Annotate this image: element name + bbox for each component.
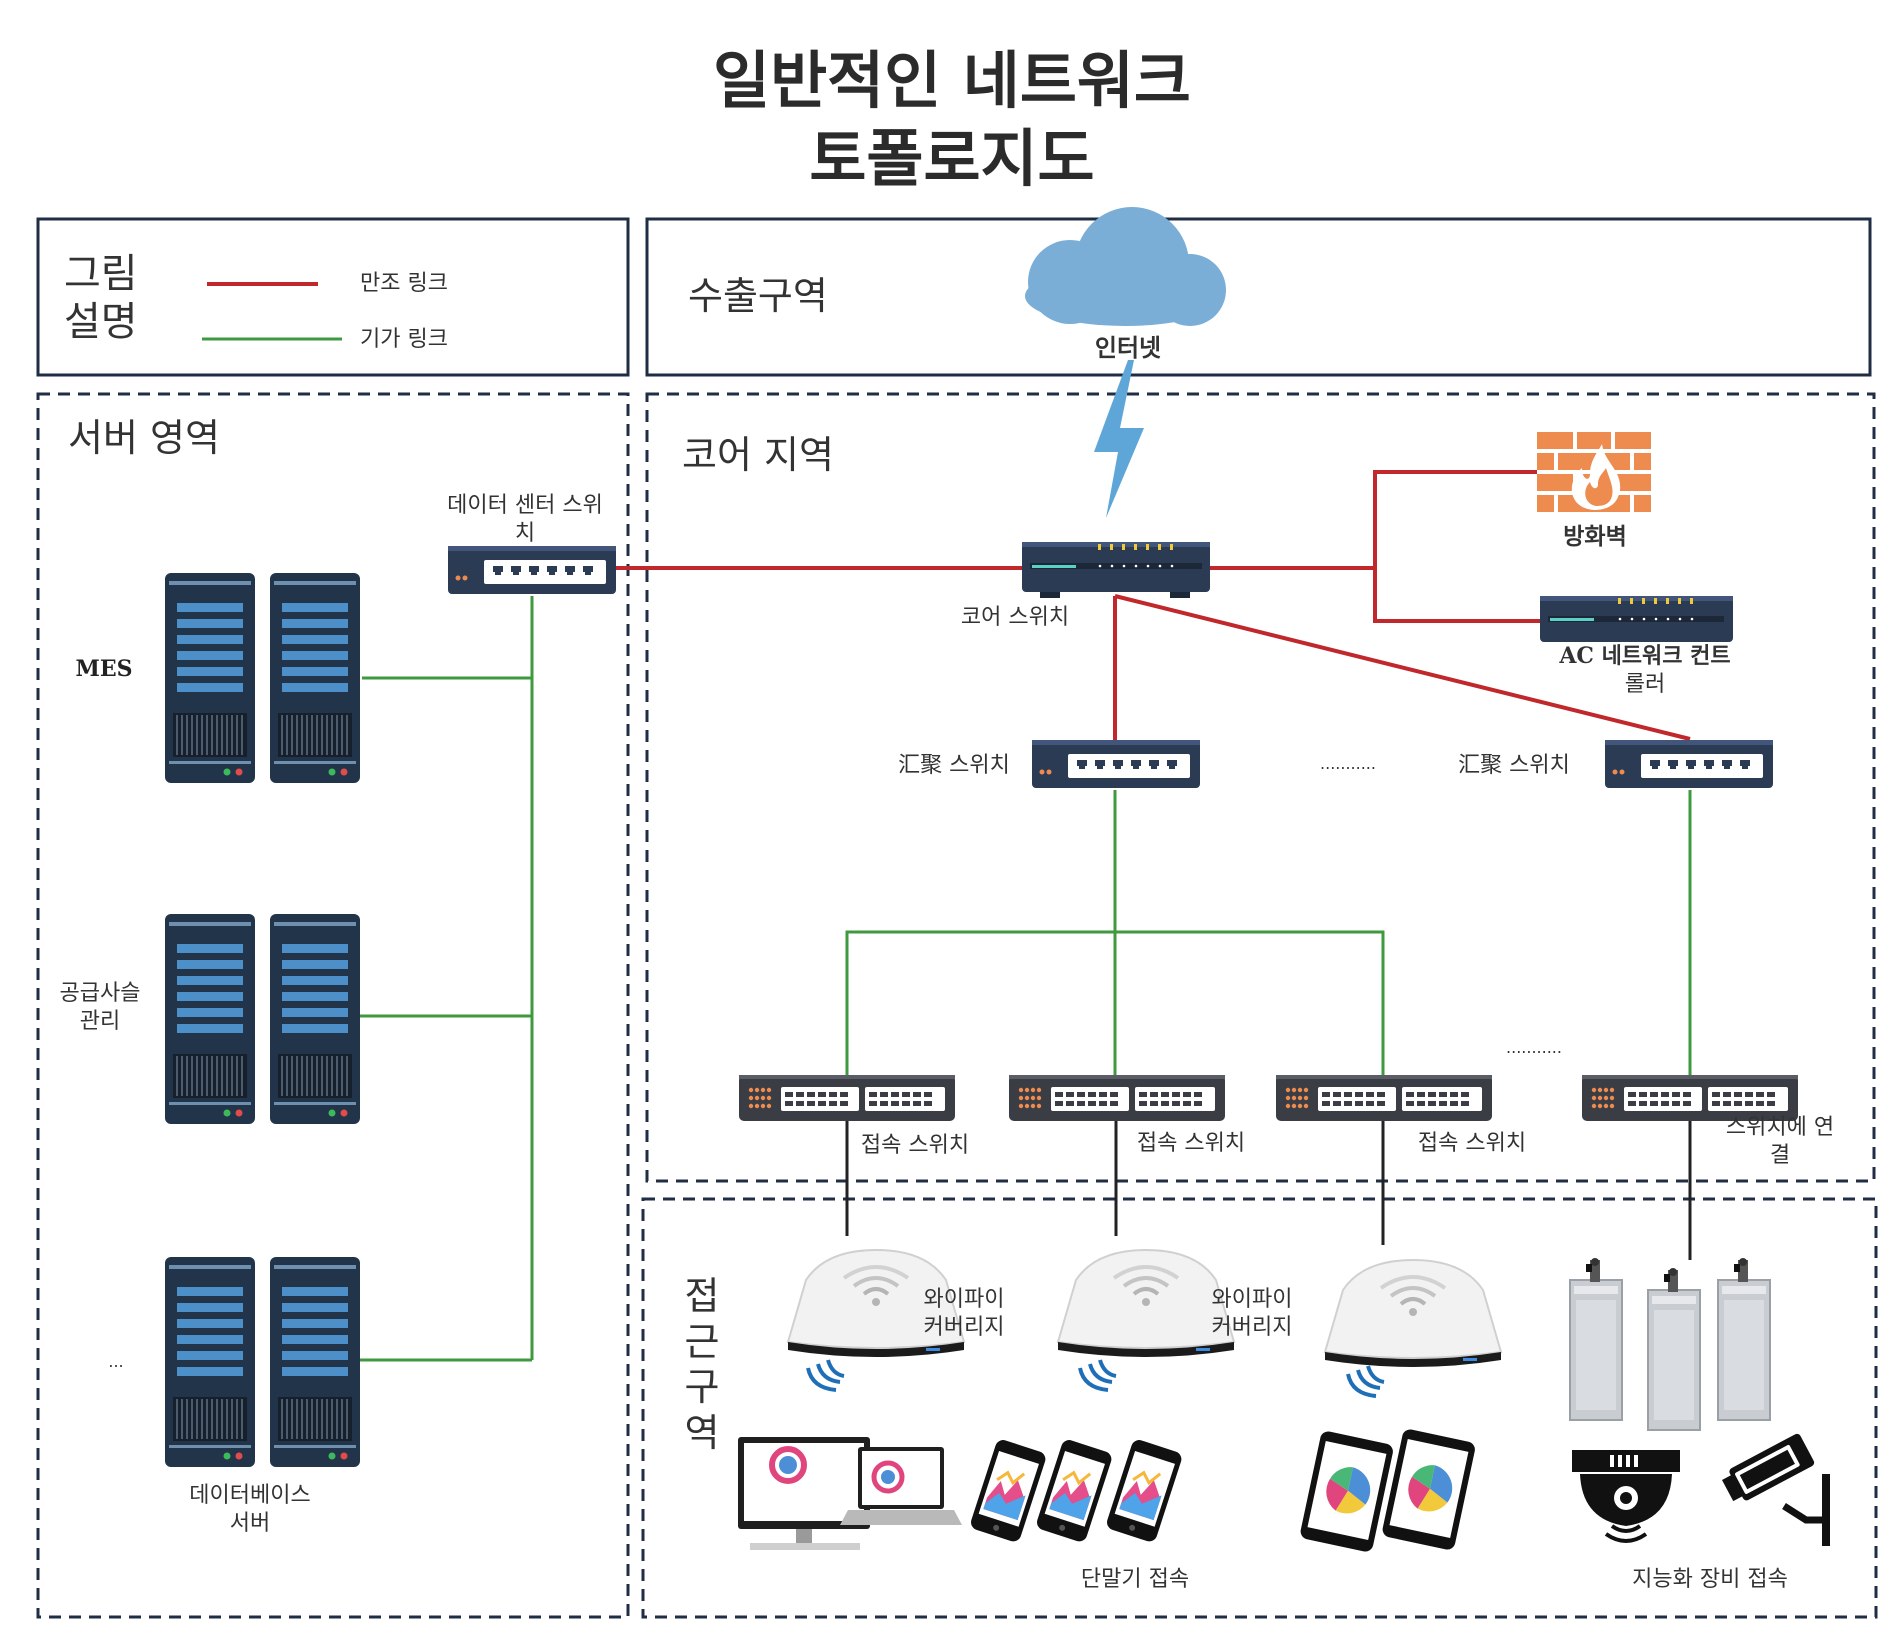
smartphone-3-icon — [1103, 1436, 1185, 1545]
legend-title: 그림 설명 — [64, 251, 138, 345]
egress-zone-label: 수출구역 — [688, 274, 828, 318]
core-zone-label: 코어 지역 — [682, 433, 834, 477]
legend-giga-link-label: 기가 링크 — [360, 327, 448, 352]
wifi-signal-3-icon — [1346, 1364, 1386, 1398]
access-switch-1-icon — [739, 1075, 955, 1121]
server-zone-label: 서버 영역 — [68, 416, 220, 460]
smart-device-access-label: 지능화 장비 접속 — [1632, 1567, 1788, 1592]
legend-box — [36, 217, 630, 377]
tablet-2-icon — [1381, 1428, 1477, 1551]
core-switch-label: 코어 스위치 — [960, 605, 1070, 630]
laptop-icon — [840, 1447, 962, 1525]
terminal-access-label: 단말기 접속 — [1080, 1567, 1190, 1592]
wifi-signal-1-icon — [806, 1358, 846, 1392]
wifi-coverage-1-label: 와이파이 커버리지 — [923, 1287, 1005, 1340]
firewall-label: 방화벽 — [1563, 524, 1627, 550]
title-line-1: 일반적인 네트워크 — [713, 44, 1191, 117]
title-line-2: 토폴로지도 — [809, 121, 1095, 195]
internet-label: 인터넷 — [1094, 334, 1162, 362]
dome-camera-icon — [1572, 1450, 1680, 1543]
smartphone-2-icon — [1033, 1436, 1115, 1545]
dc-switch-label: 데이터 센터 스위 치 — [447, 493, 603, 546]
access-zone-box — [641, 1197, 1878, 1619]
cloud-icon — [1025, 207, 1226, 326]
mes-server-rack-1-icon — [164, 572, 256, 784]
smartphone-1-icon — [967, 1436, 1049, 1545]
agg-switch-right-label: 汇聚 스위치 — [1458, 753, 1570, 778]
db-ellipsis: ... — [108, 1352, 124, 1371]
access-drops — [845, 1120, 1692, 1260]
ac-controller-label: AC 네트워크 컨트 롤러 — [1559, 643, 1731, 697]
server-zone-box — [36, 392, 630, 1619]
mes-server-rack-2-icon — [269, 572, 361, 784]
db-server-label: 데이터베이스 서버 — [189, 1483, 311, 1536]
scm-server-rack-2-icon — [269, 913, 361, 1125]
access-switch-3-icon — [1276, 1075, 1492, 1121]
desktop-computer-icon — [738, 1437, 870, 1550]
access-ellipsis: ........... — [1506, 1038, 1562, 1057]
ac-controller-icon — [1540, 596, 1733, 642]
agg-switch-left-label: 汇聚 스위치 — [898, 753, 1010, 778]
access-switch-2-label: 접속 스위치 — [1136, 1131, 1246, 1156]
access-zone-label: 접 근 구 역 — [684, 1274, 720, 1455]
access-switch-1-label: 접속 스위치 — [860, 1133, 970, 1158]
core-switch-icon — [1022, 542, 1210, 598]
firewall-icon — [1537, 432, 1651, 512]
dc-switch-icon — [448, 546, 616, 594]
access-switch-2-icon — [1009, 1075, 1225, 1121]
turnstile-2-icon — [1647, 1267, 1701, 1431]
agg-switch-right-icon — [1605, 740, 1773, 788]
egress-zone-box — [645, 217, 1872, 377]
agg-ellipsis: ........... — [1320, 754, 1376, 773]
switch-connect-label: 스위치에 연 결 — [1725, 1115, 1835, 1168]
turnstile-3-icon — [1717, 1257, 1771, 1421]
lightning-icon — [1094, 360, 1144, 518]
scm-server-rack-1-icon — [164, 913, 256, 1125]
scm-server-label: 공급사슬 관리 — [59, 981, 141, 1034]
access-switch-3-label: 접속 스위치 — [1417, 1131, 1527, 1156]
db-server-rack-1-icon — [164, 1256, 256, 1468]
page-title: 일반적인 네트워크 토폴로지도 — [0, 42, 1904, 197]
tablet-1-icon — [1299, 1430, 1395, 1553]
wifi-signal-2-icon — [1078, 1358, 1118, 1392]
core-zone-box — [645, 392, 1876, 1183]
turnstile-1-icon — [1569, 1257, 1623, 1421]
bullet-camera-icon — [1721, 1433, 1830, 1546]
wifi-coverage-2-label: 와이파이 커버리지 — [1211, 1287, 1293, 1340]
mes-server-label: MES — [75, 656, 133, 682]
wifi-ap-3-icon — [1323, 1258, 1503, 1369]
main-links — [616, 470, 1691, 741]
legend-main-link-label: 만조 링크 — [360, 271, 448, 296]
giga-links — [357, 596, 1692, 1362]
db-server-rack-2-icon — [269, 1256, 361, 1468]
agg-switch-left-icon — [1032, 740, 1200, 788]
